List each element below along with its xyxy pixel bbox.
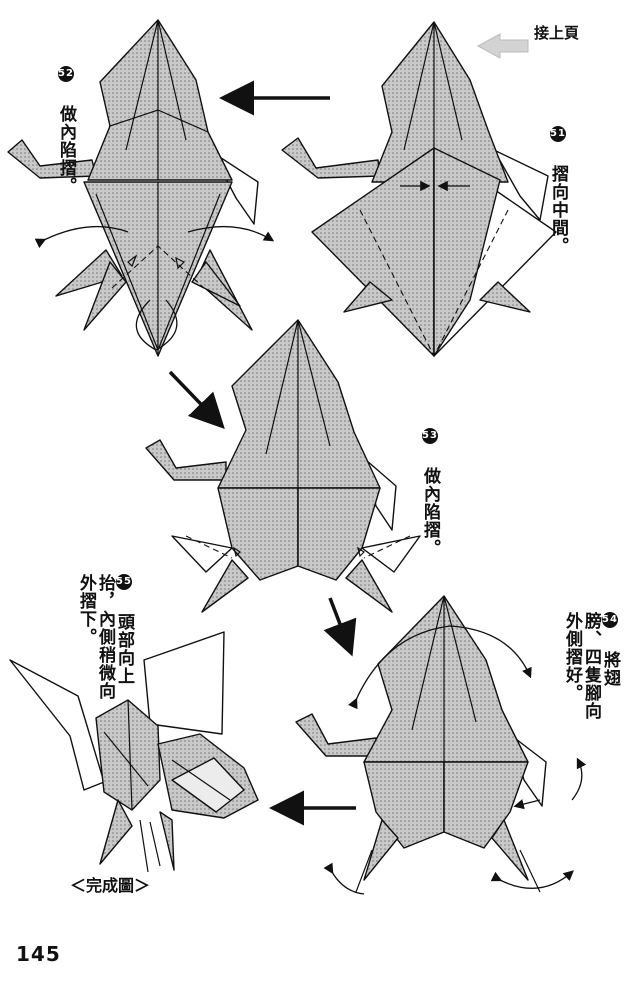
step-51-caption: 51 摺向中間。: [548, 126, 568, 255]
page-number: 145: [16, 942, 61, 966]
continue-arrow-icon: [476, 33, 529, 59]
step-52-caption: 52 做內陷摺。: [56, 66, 76, 195]
step-55-number: 55: [116, 574, 132, 590]
step-53-caption: 53 做內陷摺。: [420, 428, 440, 557]
step-51-number: 51: [550, 126, 566, 142]
final-result-label: ＜完成圖＞: [70, 876, 151, 895]
step-51-text: 摺向中間。: [548, 165, 568, 255]
step-54-caption: 54 將翅膀、四隻腳向外側摺好。: [562, 612, 620, 722]
step-53-text: 做內陷摺。: [420, 467, 440, 557]
step-54-text: 將翅膀、四隻腳向外側摺好。: [562, 612, 620, 720]
step-53-figure: [145, 319, 421, 613]
step-55-figure: [9, 631, 259, 873]
step-55-text: 頭部向上抬，內側稍微向外摺下。: [76, 574, 134, 700]
step-54-figure: [295, 595, 587, 895]
step-53-number: 53: [422, 428, 438, 444]
step-51-figure: [281, 21, 557, 357]
step-54-number: 54: [602, 612, 618, 628]
arrow-down-middle: [323, 597, 357, 657]
step-52-number: 52: [58, 66, 74, 82]
step-55-caption: 55 頭部向上抬，內側稍微向外摺下。: [76, 574, 134, 706]
step-52-figure: [7, 19, 275, 357]
next-page-label: 接上頁: [534, 24, 580, 42]
step-52-text: 做內陷摺。: [56, 105, 76, 195]
arrow-down-right: [168, 370, 225, 430]
